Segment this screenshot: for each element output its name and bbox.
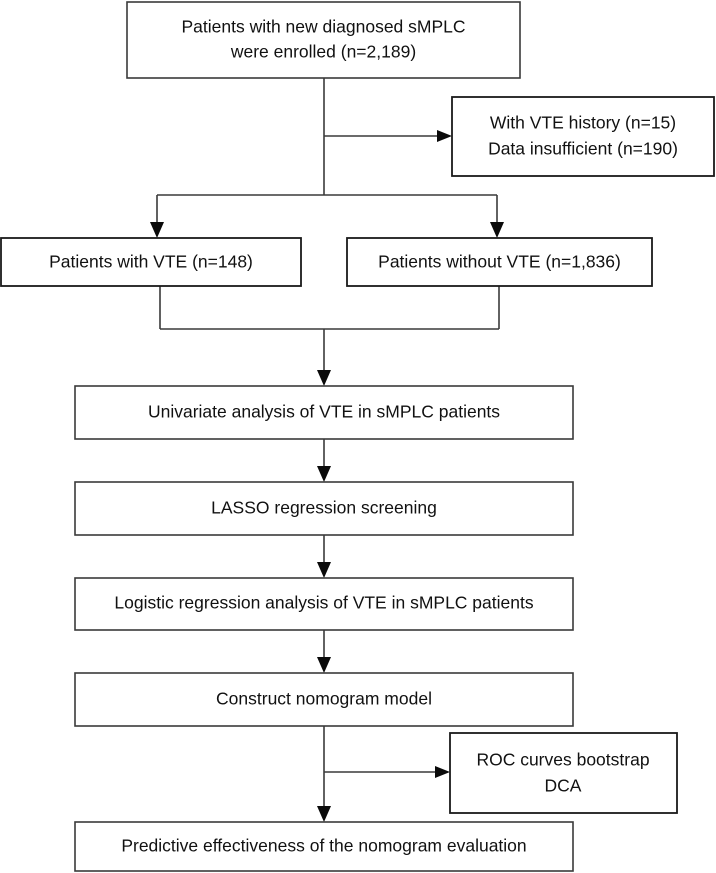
node-validation-methods-box[interactable] <box>449 732 678 814</box>
node-patients-without-vte-label: Patients without VTE (n=1,836) <box>378 252 621 272</box>
node-lasso-screening[interactable]: LASSO regression screening <box>74 481 574 536</box>
node-enrolled-line2: were enrolled (n=2,189) <box>230 42 416 62</box>
node-enrolled[interactable]: Patients with new diagnosed sMPLC were e… <box>126 1 521 79</box>
node-validation-methods[interactable]: ROC curves bootstrap DCA <box>449 732 678 814</box>
node-excluded[interactable]: With VTE history (n=15) Data insufficien… <box>451 96 715 177</box>
node-validation-methods-line2: DCA <box>545 776 582 796</box>
connector-split-vte-groups <box>150 194 504 238</box>
node-patients-with-vte-box[interactable] <box>0 237 302 287</box>
node-construct-nomogram[interactable]: Construct nomogram model <box>74 672 574 727</box>
connector-branch-to-validation <box>324 766 450 778</box>
connector-logistic-to-nomogram <box>317 630 331 673</box>
node-univariate-analysis[interactable]: Univariate analysis of VTE in sMPLC pati… <box>74 385 574 440</box>
node-validation-methods-line1: ROC curves bootstrap <box>476 750 649 770</box>
node-predictive-effectiveness[interactable]: Predictive effectiveness of the nomogram… <box>74 821 574 872</box>
node-logistic-regression[interactable]: Logistic regression analysis of VTE in s… <box>74 577 574 631</box>
node-patients-without-vte[interactable]: Patients without VTE (n=1,836) <box>346 237 653 287</box>
node-univariate-analysis-box[interactable] <box>74 385 574 440</box>
node-lasso-screening-box[interactable] <box>74 481 574 536</box>
node-predictive-effectiveness-box[interactable] <box>74 821 574 872</box>
node-excluded-line1: With VTE history (n=15) <box>490 113 676 133</box>
connector-nomogram-trunk <box>317 726 331 822</box>
node-patients-without-vte-box[interactable] <box>346 237 653 287</box>
node-univariate-analysis-label: Univariate analysis of VTE in sMPLC pati… <box>148 402 500 422</box>
node-lasso-screening-label: LASSO regression screening <box>211 498 437 518</box>
node-excluded-box[interactable] <box>451 96 715 177</box>
node-enrolled-box[interactable] <box>126 1 521 79</box>
node-logistic-regression-box[interactable] <box>74 577 574 631</box>
connector-merge-vte-groups <box>159 286 500 386</box>
node-enrolled-line1: Patients with new diagnosed sMPLC <box>181 17 465 37</box>
node-logistic-regression-label: Logistic regression analysis of VTE in s… <box>114 593 533 613</box>
node-predictive-effectiveness-label: Predictive effectiveness of the nomogram… <box>121 836 526 856</box>
node-construct-nomogram-box[interactable] <box>74 672 574 727</box>
connector-lasso-to-logistic <box>317 535 331 578</box>
node-construct-nomogram-label: Construct nomogram model <box>216 689 432 709</box>
node-excluded-line2: Data insufficient (n=190) <box>488 139 678 159</box>
connector-univariate-to-lasso <box>317 439 331 482</box>
node-patients-with-vte-label: Patients with VTE (n=148) <box>49 252 253 272</box>
connector-branch-to-excluded <box>324 130 452 142</box>
node-patients-with-vte[interactable]: Patients with VTE (n=148) <box>0 237 302 287</box>
